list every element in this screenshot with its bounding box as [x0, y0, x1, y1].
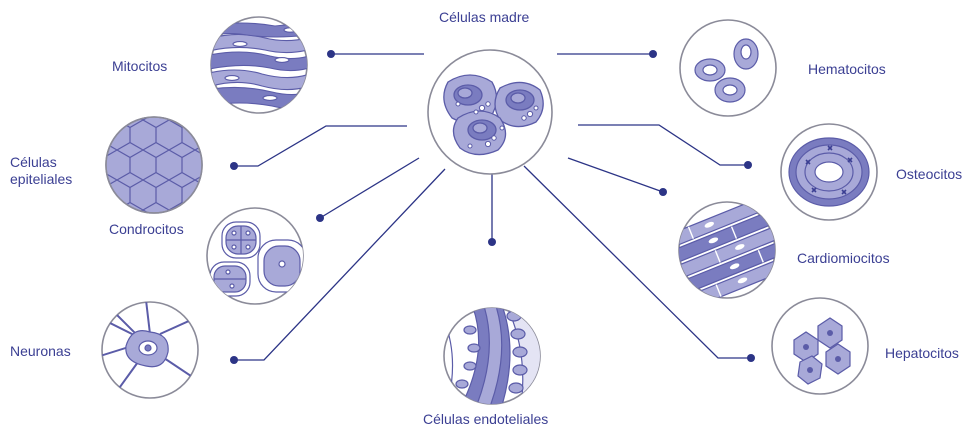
- dot-epiteliales: [230, 162, 238, 170]
- epithelial-cells-icon: [100, 110, 210, 220]
- label-endoteliales: Células endoteliales: [423, 411, 548, 428]
- connector-osteocitos: [578, 125, 748, 165]
- neuron-icon: [100, 300, 212, 398]
- dot-mitocitos: [327, 50, 335, 58]
- connector-condrocitos: [320, 158, 419, 218]
- blood-cells-icon: [680, 20, 776, 116]
- label-epiteliales-line-1: Células: [10, 154, 72, 171]
- dot-neuronas: [230, 356, 238, 364]
- dot-hematocitos: [649, 50, 657, 58]
- connector-cardiomiocitos: [568, 158, 663, 192]
- label-epiteliales: Células epiteliales: [10, 154, 72, 188]
- label-osteocitos: Osteocitos: [896, 166, 962, 183]
- label-hematocitos: Hematocitos: [808, 61, 886, 78]
- cardiac-muscle-icon: [661, 195, 797, 310]
- center-label: Células madre: [439, 9, 529, 26]
- dot-osteocitos: [744, 161, 752, 169]
- dot-endoteliales: [488, 238, 496, 246]
- label-hepatocitos: Hepatocitos: [885, 345, 959, 362]
- bone-osteon-icon: [781, 124, 877, 220]
- label-condrocitos: Condrocitos: [109, 221, 184, 238]
- dot-cardiomiocitos: [659, 188, 667, 196]
- chondrocytes-icon: [207, 208, 306, 304]
- muscle-fibers-icon: [205, 17, 315, 113]
- blood-vessel-icon: [444, 300, 546, 412]
- dot-hepatocitos: [747, 354, 755, 362]
- label-mitocitos: Mitocitos: [112, 58, 167, 75]
- label-epiteliales-line-2: epiteliales: [10, 171, 72, 188]
- label-cardiomiocitos: Cardiomiocitos: [797, 250, 890, 267]
- liver-cells-icon: [772, 298, 868, 394]
- label-neuronas: Neuronas: [10, 343, 71, 360]
- connector-epiteliales: [234, 126, 407, 166]
- dot-condrocitos: [316, 214, 324, 222]
- stem-cells-icon: [428, 50, 552, 174]
